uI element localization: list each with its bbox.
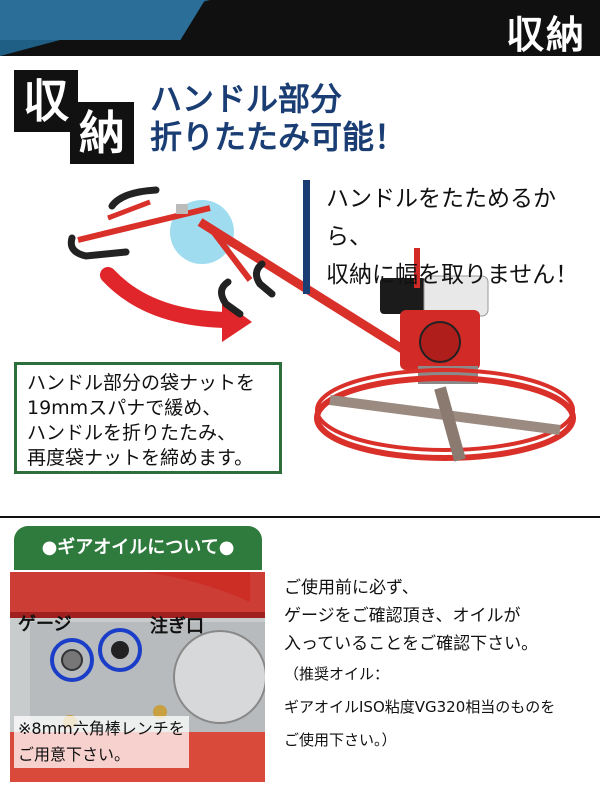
handle-bar-grip [107,199,151,221]
inlet-plug-icon [111,641,129,659]
caption-left-line-2: 19mmスパナで緩め、 [27,397,222,419]
desc-line-4: （推奨オイル： [284,665,390,683]
lower-grip-icon [218,278,244,318]
trowel-blade-2 [434,386,466,462]
caption-fold-benefit: ハンドルをたためるから、 収納に幅を取りません！ [303,180,600,294]
guard-ring-inner [315,368,575,452]
wrench-note: ※8mm六角棒レンチを ご用意下さい。 [14,716,189,768]
wrench-note-line-2: ご用意下さい。 [18,745,131,764]
caption-left-line-4: 再度袋ナットを締めます。 [27,447,254,469]
gear-oil-tag: ●ギアオイルについて● [14,526,262,570]
desc-line-1: ご使用前に必ず、 [284,578,419,598]
gearbox-cover-plate [173,630,265,724]
wrench-note-line-1: ※8mm六角棒レンチを [18,719,185,738]
gear-oil-description: ご使用前に必ず、 ゲージをご確認頂き、オイルが 入っていることをご確認下さい。 … [284,574,594,757]
main-shaft [197,218,423,364]
inlet-highlight-icon [98,628,142,672]
trowel-machine-illustration [67,186,576,462]
guard-ring-outer [314,375,576,461]
caption-left-line-3: ハンドルを折りたたみ、 [27,422,237,444]
caption-right-line-1: ハンドルをたためるから、 [326,186,556,250]
gauge-highlight-icon [50,638,94,682]
caption-left-line-1: ハンドル部分の袋ナットを [27,372,256,394]
desc-line-5: ギアオイルISO粘度VG320相当のものを [284,698,556,716]
throttle-lever [414,248,420,288]
header-title: 収納 [505,13,586,57]
desc-line-6: ご使用下さい。） [284,731,397,749]
caption-fold-instructions: ハンドル部分の袋ナットを 19mmスパナで緩め、 ハンドルを折りたたみ、 再度袋… [14,362,282,474]
headline-line-1: ハンドル部分 [150,80,343,118]
caption-right-line-2: 収納に幅を取りません！ [326,262,579,288]
stamp-char-1: 収 [14,70,78,132]
gear-oil-panel [0,516,600,800]
gearbox-photo-graphic [10,572,265,782]
headline-line-2: 折りたたみ可能！ [150,118,407,156]
handle-grip-left-icon [67,234,130,260]
handle-grip-top-icon [108,186,160,210]
header-stripe-light [0,0,205,40]
shaft-brace [209,228,253,282]
desc-line-3: 入っていることをご確認下さい。 [284,634,539,654]
handle-nut [176,204,188,214]
gauge-label: ゲージ [18,614,72,635]
inlet-label: 注ぎ口 [150,616,204,637]
fold-arrow-icon [100,267,240,328]
stamp-char-2: 納 [70,102,134,164]
desc-line-2: ゲージをご確認頂き、オイルが [284,606,521,626]
header-bar: 収納 [0,0,600,57]
gauge-icon [61,649,83,671]
headline: ハンドル部分 折りたたみ可能！ [150,80,406,156]
engine-recoil-starter [419,321,461,363]
lower-grip-2-icon [253,260,276,298]
